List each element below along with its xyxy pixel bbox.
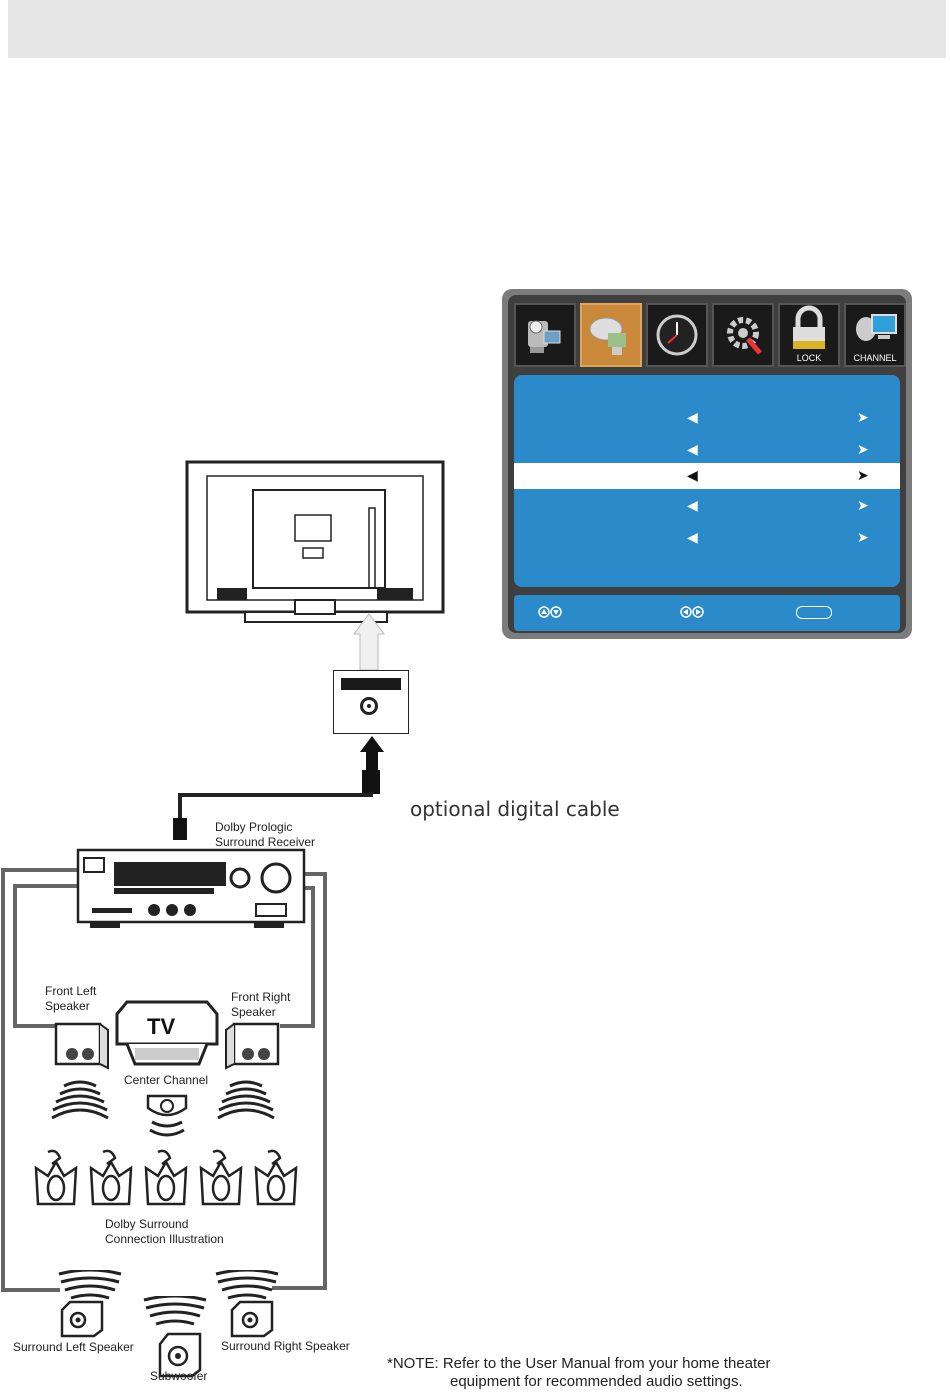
center-channel-label: Center Channel [124, 1073, 209, 1087]
surround-left-speaker-icon [60, 1300, 104, 1338]
cable-label: optional digital cable [410, 797, 620, 821]
illustration-caption: Dolby Surround Connection Illustration [105, 1217, 224, 1246]
listener-icon [34, 1149, 78, 1206]
left-arrow-icon[interactable]: ◀ [687, 441, 698, 457]
osd-panel: ◀ ➤ ◀ ➤ ◀ ➤ ◀ ➤ ◀ ➤ [514, 375, 900, 587]
osd-menu: LOCK CHANNEL ◀ ➤ ◀ ➤ ◀ ➤ ◀ [502, 289, 912, 639]
digital-cable [173, 736, 384, 840]
receiver-label: Dolby Prologic Surround Receiver [215, 820, 316, 849]
tab-picture[interactable] [580, 303, 642, 367]
right-arrow-icon[interactable]: ➤ [857, 467, 869, 483]
speaker-wires [1, 868, 327, 1292]
tab-channel[interactable]: CHANNEL [844, 303, 906, 367]
subwoofer-icon [158, 1332, 202, 1378]
front-right-speaker-icon [225, 1022, 280, 1070]
receiver-illustration [76, 848, 306, 928]
tab-lock[interactable]: LOCK [778, 303, 840, 367]
subwoofer-label: Subwoofer [150, 1369, 208, 1383]
note-line-1: *NOTE: Refer to the User Manual from you… [387, 1355, 771, 1372]
left-arrow-icon[interactable]: ◀ [687, 409, 698, 425]
tab-time[interactable] [646, 303, 708, 367]
tv-label: TV [147, 1014, 176, 1039]
front-left-speaker-icon [54, 1022, 109, 1070]
right-arrow-icon[interactable]: ➤ [857, 497, 869, 513]
left-arrow-icon[interactable]: ◀ [687, 529, 698, 545]
jack-port-icon [360, 697, 378, 715]
channel-icon [856, 314, 897, 341]
up-down-icon [538, 606, 562, 618]
sound-wave-icon [143, 1296, 207, 1326]
sound-wave-icon [51, 1080, 109, 1120]
osd-inner: LOCK CHANNEL ◀ ➤ ◀ ➤ ◀ ➤ ◀ [508, 295, 906, 633]
tab-camera[interactable] [514, 303, 576, 367]
menu-row[interactable]: ◀ ➤ [514, 437, 900, 463]
center-speaker-icon [146, 1094, 188, 1137]
osd-hint-bar [514, 595, 900, 631]
sound-wave-icon [215, 1270, 279, 1300]
tv-front-icon [115, 1000, 219, 1066]
listeners-illustration [34, 1149, 298, 1206]
lock-icon [793, 305, 825, 349]
right-arrow-icon[interactable]: ➤ [857, 529, 869, 545]
right-arrow-icon[interactable]: ➤ [857, 441, 869, 457]
left-arrow-icon[interactable]: ◀ [687, 467, 698, 483]
tab-setup[interactable] [712, 303, 774, 367]
left-right-icon [680, 606, 704, 618]
menu-row[interactable]: ◀ ➤ [514, 525, 900, 551]
right-arrow-icon[interactable]: ➤ [857, 409, 869, 425]
sound-wave-icon [58, 1270, 122, 1300]
left-arrow-icon[interactable]: ◀ [687, 497, 698, 513]
sound-wave-icon [217, 1080, 275, 1120]
tv-back-illustration [185, 460, 445, 623]
surround-right-label: Surround Right Speaker [221, 1339, 350, 1353]
up-arrow-icon [353, 613, 385, 671]
clock-icon [656, 314, 698, 356]
header-bar [8, 0, 946, 58]
surround-right-speaker-icon [230, 1300, 274, 1338]
satellite-dish-icon [589, 317, 626, 355]
menu-row[interactable]: ◀ ➤ [514, 493, 900, 519]
front-right-label: Front Right Speaker [231, 990, 291, 1019]
menu-button-icon [796, 606, 832, 619]
jack-label-plate [341, 678, 401, 690]
surround-left-label: Surround Left Speaker [13, 1340, 134, 1354]
settings-icon [727, 317, 762, 355]
menu-row-selected[interactable]: ◀ ➤ [514, 463, 900, 489]
tab-label-lock: LOCK [796, 353, 822, 363]
tab-label-channel: CHANNEL [853, 353, 897, 363]
menu-row[interactable]: ◀ ➤ [514, 405, 900, 431]
note-line-2: equipment for recommended audio settings… [450, 1373, 743, 1390]
front-left-label: Front Left Speaker [45, 984, 97, 1013]
optical-jack [333, 670, 409, 734]
camera-icon [528, 320, 561, 353]
